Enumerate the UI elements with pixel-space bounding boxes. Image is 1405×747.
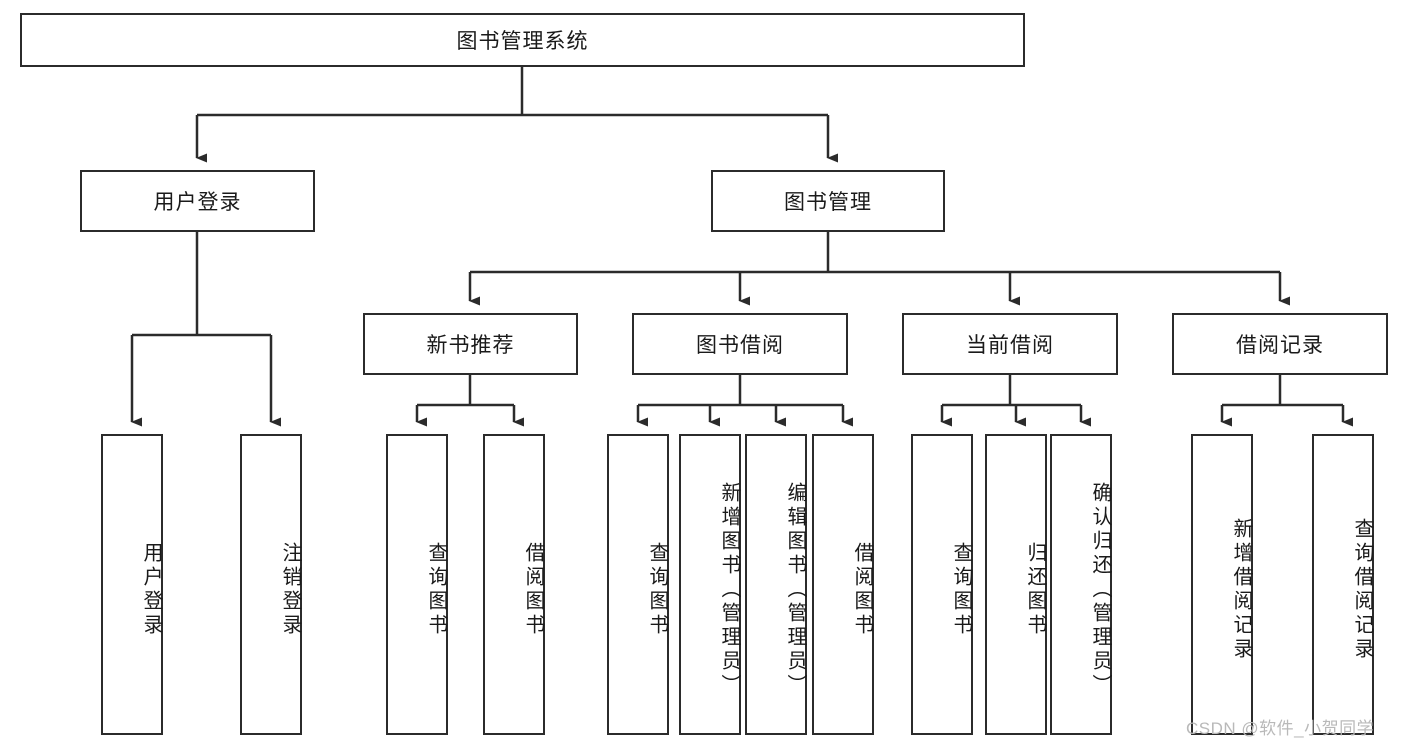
leaf-node-label: 归还图书 xyxy=(1024,541,1046,638)
node-root-label: 图书管理系统 xyxy=(456,30,589,53)
leaf-node-label: 查询图书 xyxy=(425,541,447,638)
node-book-borrow[interactable]: 图书借阅 xyxy=(632,313,848,375)
leaf-node[interactable]: 借阅图书 xyxy=(483,434,545,735)
leaf-node-label: 用户登录 xyxy=(140,541,162,638)
leaf-node[interactable]: 借阅图书 xyxy=(812,434,874,735)
leaf-node[interactable]: 新增图书（管理员） xyxy=(679,434,741,735)
node-current-borrow-label: 当前借阅 xyxy=(966,334,1054,357)
leaf-node-label: 查询图书 xyxy=(950,541,972,638)
leaf-node-label: 新增借阅记录 xyxy=(1230,517,1252,662)
leaf-node-label: 新增图书（管理员） xyxy=(718,481,740,698)
leaf-node[interactable]: 查询借阅记录 xyxy=(1312,434,1374,735)
leaf-node[interactable]: 查询图书 xyxy=(607,434,669,735)
leaf-node-label: 确认归还（管理员） xyxy=(1089,481,1111,698)
leaf-node-label: 借阅图书 xyxy=(851,541,873,638)
node-current-borrow[interactable]: 当前借阅 xyxy=(902,313,1118,375)
node-new-book-recommend[interactable]: 新书推荐 xyxy=(363,313,578,375)
leaf-node[interactable]: 注销登录 xyxy=(240,434,302,735)
leaf-node[interactable]: 确认归还（管理员） xyxy=(1050,434,1112,735)
leaf-node-label: 注销登录 xyxy=(279,541,301,638)
node-root[interactable]: 图书管理系统 xyxy=(20,13,1025,67)
node-book-management-label: 图书管理 xyxy=(784,191,872,214)
node-book-borrow-label: 图书借阅 xyxy=(696,334,784,357)
node-borrow-record[interactable]: 借阅记录 xyxy=(1172,313,1388,375)
csdn-watermark: CSDN @软件_小贺同学 xyxy=(1186,719,1375,738)
node-new-book-recommend-label: 新书推荐 xyxy=(426,334,515,357)
leaf-node[interactable]: 查询图书 xyxy=(386,434,448,735)
node-user-login-label: 用户登录 xyxy=(153,191,242,214)
leaf-node[interactable]: 归还图书 xyxy=(985,434,1047,735)
node-user-login[interactable]: 用户登录 xyxy=(80,170,315,232)
leaf-node-label: 借阅图书 xyxy=(522,541,544,638)
leaf-node[interactable]: 查询图书 xyxy=(911,434,973,735)
node-book-management[interactable]: 图书管理 xyxy=(711,170,945,232)
node-borrow-record-label: 借阅记录 xyxy=(1236,334,1324,357)
leaf-node-label: 编辑图书（管理员） xyxy=(784,481,806,698)
leaf-node[interactable]: 编辑图书（管理员） xyxy=(745,434,807,735)
leaf-node-label: 查询借阅记录 xyxy=(1351,517,1373,662)
leaf-node[interactable]: 用户登录 xyxy=(101,434,163,735)
leaf-node[interactable]: 新增借阅记录 xyxy=(1191,434,1253,735)
leaf-node-label: 查询图书 xyxy=(646,541,668,638)
